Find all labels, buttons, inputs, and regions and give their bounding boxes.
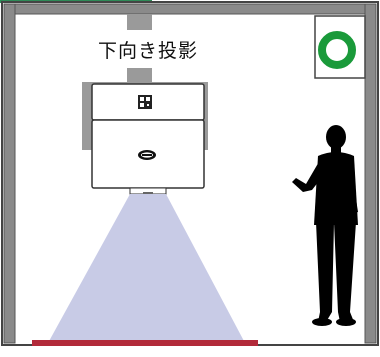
circle-ok-icon: [318, 31, 356, 69]
brand-logo-icon: [138, 150, 156, 160]
mount-pole-top: [127, 14, 152, 30]
right-wall: [364, 3, 377, 344]
mount-pole-bottom: [127, 68, 152, 82]
projected-image-strip: [32, 340, 258, 346]
left-wall: [3, 3, 16, 344]
projection-beam: [48, 194, 245, 343]
qr-panel-icon: [138, 95, 152, 109]
person-silhouette-icon: [292, 125, 358, 326]
projection-mode-caption: 下向き投影: [97, 40, 198, 62]
room-outline: [1, 1, 379, 346]
ceiling: [3, 3, 377, 15]
floor-base: [0, 346, 380, 352]
